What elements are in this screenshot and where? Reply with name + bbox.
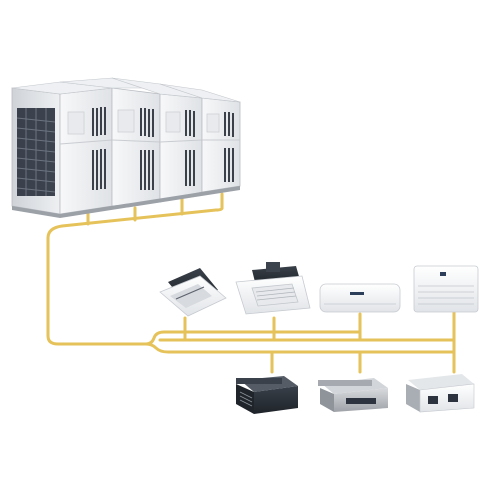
outdoor-module-3 xyxy=(111,77,203,203)
medium-static-duct-unit-icon xyxy=(318,378,388,412)
wall-mounted-split-unit-icon xyxy=(319,283,401,313)
outdoor-module-1 xyxy=(11,81,113,215)
refrigerant-piping xyxy=(46,192,456,374)
outdoor-module-4 xyxy=(159,83,241,193)
slim-duct-unit-icon xyxy=(236,376,298,414)
one-way-cassette-unit-icon xyxy=(159,268,227,317)
pipe-lower-trunk xyxy=(144,342,456,354)
high-static-duct-unit-icon xyxy=(406,374,475,413)
ceiling-floor-unit-icon xyxy=(413,265,479,313)
pipe-outdoor-header xyxy=(46,206,224,346)
four-way-cassette-unit-icon xyxy=(235,262,311,315)
outdoor-unit-modules xyxy=(11,77,241,218)
pipe-upper-trunk xyxy=(144,330,362,346)
